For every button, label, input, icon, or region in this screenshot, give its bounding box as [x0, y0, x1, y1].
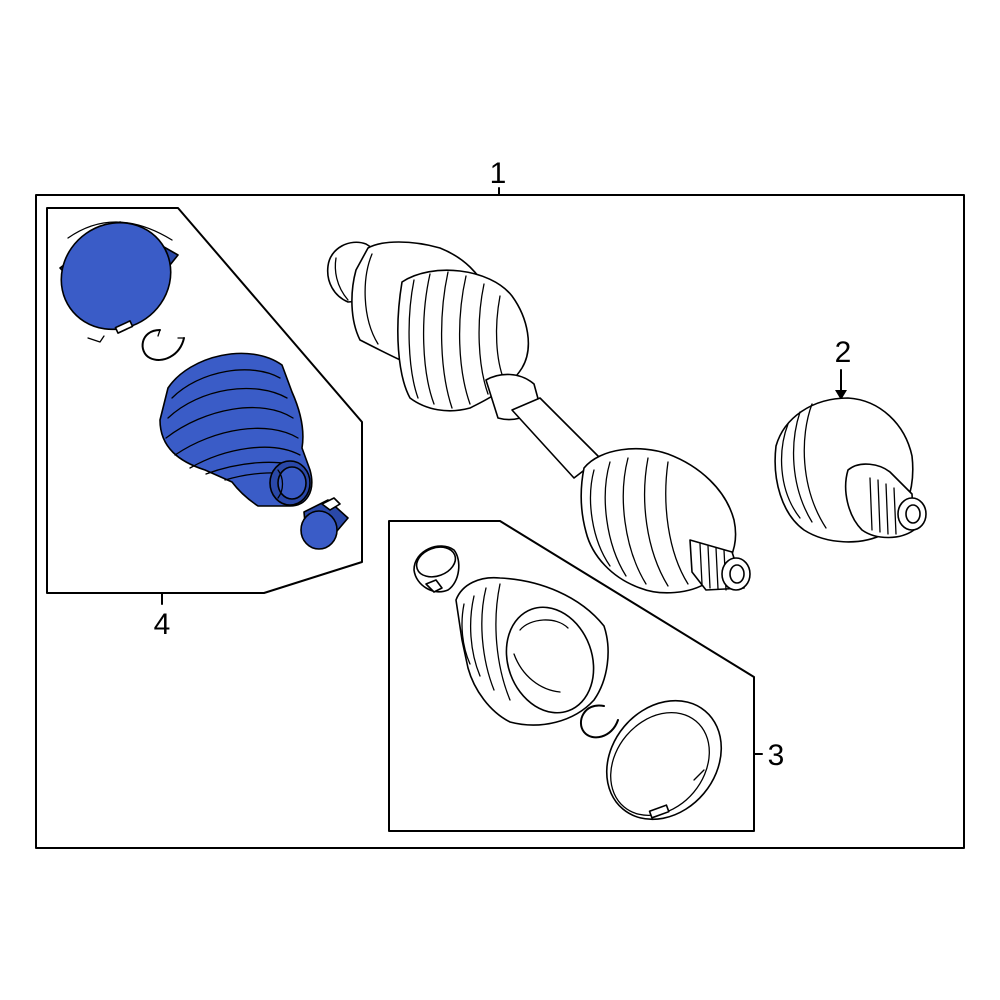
callout-2[interactable]: 2: [835, 336, 852, 369]
callout-1[interactable]: 1: [490, 157, 507, 190]
kit-3-boot[interactable]: [455, 576, 609, 726]
kit-4-outline: [46, 207, 363, 594]
axle-shaft-assembly[interactable]: [326, 241, 751, 594]
kit-4-small-clamp[interactable]: [300, 497, 349, 550]
kit-4-snap-ring[interactable]: [141, 329, 185, 361]
kit-4-boot[interactable]: [159, 352, 313, 507]
kit-4-large-clamp[interactable]: [40, 201, 191, 350]
kit-3-snap-ring[interactable]: [579, 704, 619, 739]
kit-3-small-clamp[interactable]: [412, 542, 460, 593]
callout-3[interactable]: 3: [768, 739, 785, 772]
callout-4[interactable]: 4: [154, 608, 171, 641]
kit-3-large-clamp[interactable]: [583, 678, 745, 843]
callout-2-arrow: [835, 390, 847, 400]
cv-joint[interactable]: [774, 397, 927, 543]
